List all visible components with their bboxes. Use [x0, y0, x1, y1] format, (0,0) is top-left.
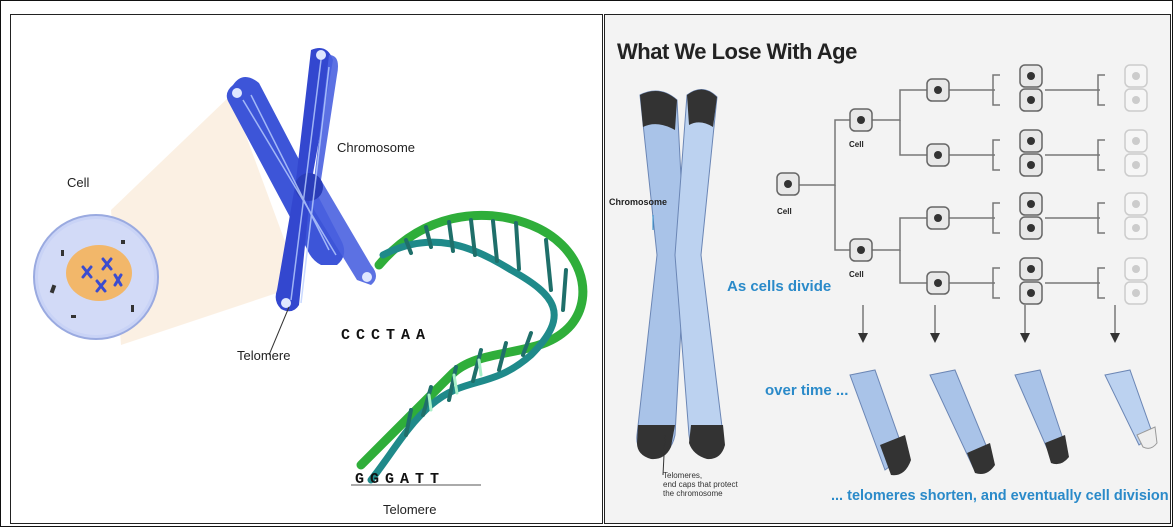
cell-label-3: Cell	[849, 270, 864, 279]
arrowheads	[858, 333, 1120, 343]
as-cells-divide-label: As cells divide	[727, 278, 831, 295]
cell-label-1: Cell	[777, 207, 792, 216]
bottom-caption: ... telomeres shorten, and eventually ce…	[831, 488, 1171, 504]
chromosome-illustration	[11, 15, 602, 523]
bottom-sequence: GGGATT	[355, 471, 445, 488]
shortened-chromosomes	[850, 370, 1157, 475]
large-chromosome	[637, 89, 725, 459]
cell-nucleus	[66, 245, 132, 301]
right-panel-aging-diagram: What We Lose With Age Chromosome Cell Ce…	[604, 14, 1171, 524]
division-tree-lines	[797, 75, 1115, 335]
page-title: What We Lose With Age	[617, 39, 857, 65]
bottom-telomere-label: Telomere	[383, 502, 436, 517]
left-panel-chromosome-diagram: Cell Chromosome Telomere CCCTAA GGGATT T…	[10, 14, 603, 524]
telomeres-caption: Telomeres, end caps that protect the chr…	[663, 471, 738, 498]
cell-label: Cell	[67, 175, 89, 190]
over-time-label: over time ...	[765, 382, 848, 399]
top-sequence: CCCTAA	[341, 327, 431, 344]
cell-label-2: Cell	[849, 140, 864, 149]
chromosome-label-right: Chromosome	[609, 197, 667, 207]
chromosome-label: Chromosome	[337, 140, 415, 155]
cell-division-illustration	[605, 15, 1170, 523]
telomere-label: Telomere	[237, 348, 290, 363]
dna-helix	[361, 215, 583, 480]
